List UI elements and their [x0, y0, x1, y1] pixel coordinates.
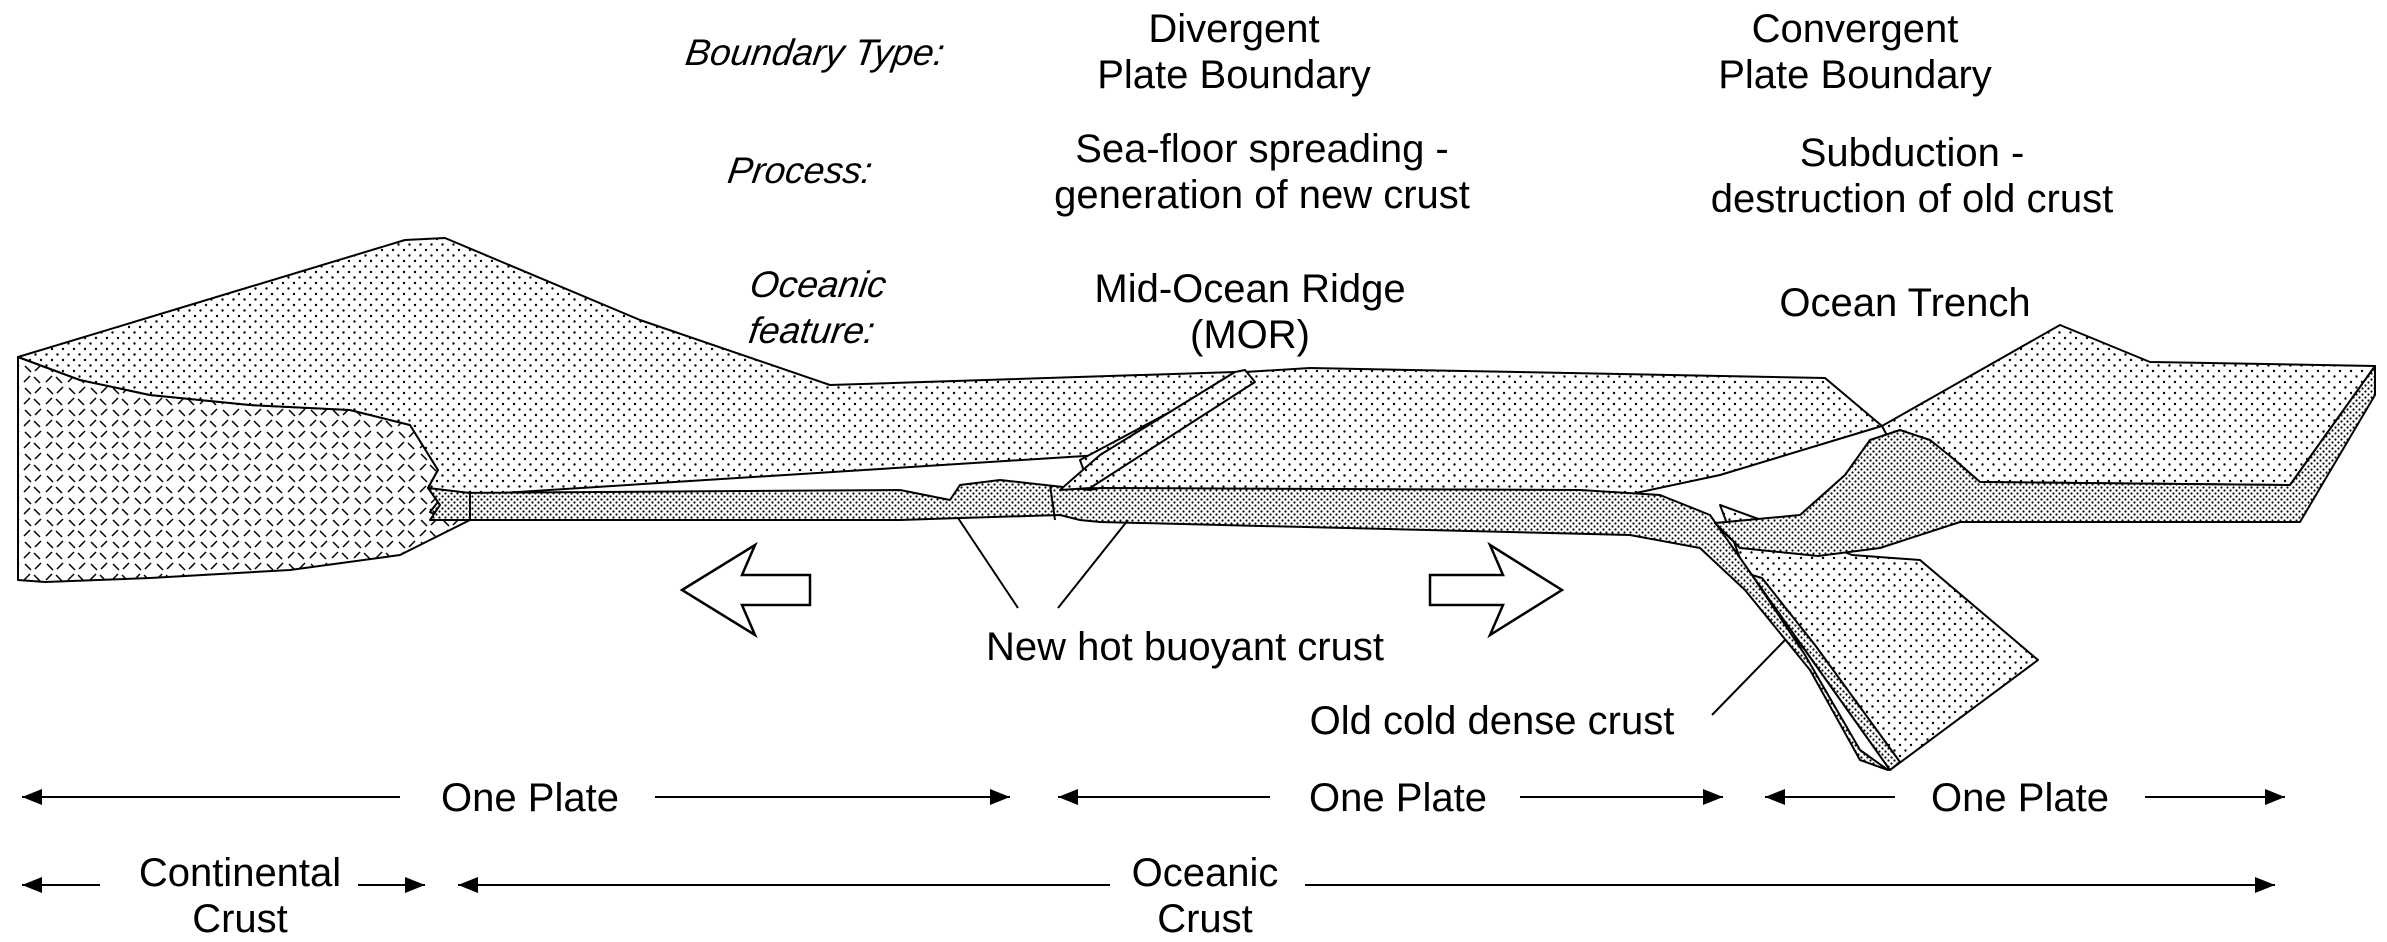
arrowhead: [2255, 877, 2275, 893]
mid-ocean-ridge-label: Mid-Ocean Ridge (MOR): [1094, 266, 1405, 358]
process-label: Process:: [725, 148, 875, 194]
divergent-process: Sea-floor spreading - generation of new …: [1054, 126, 1470, 218]
ocean-trench-label: Ocean Trench: [1779, 280, 2030, 326]
arrowhead: [1058, 789, 1078, 805]
plate-3-label: One Plate: [1931, 775, 2109, 821]
spreading-arrow-left: [682, 545, 810, 635]
leader-new-crust-right: [1058, 520, 1128, 608]
convergent-boundary-type: Convergent Plate Boundary: [1718, 6, 1992, 98]
new-crust-label: New hot buoyant crust: [986, 624, 1384, 670]
oceanic-crust-label: Oceanic Crust: [1132, 850, 1279, 942]
arrowhead: [458, 877, 478, 893]
old-crust-label: Old cold dense crust: [1310, 698, 1675, 744]
leader-old-crust: [1712, 640, 1785, 715]
plate-2-label: One Plate: [1309, 775, 1487, 821]
arrowhead: [405, 877, 425, 893]
boundary-type-label: Boundary Type:: [683, 30, 948, 76]
arrowhead: [22, 789, 42, 805]
spreading-arrow-right: [1430, 545, 1562, 635]
arrowhead: [1765, 789, 1785, 805]
arrowhead: [2265, 789, 2285, 805]
oceanic-feature-label: Oceanic feature:: [741, 262, 890, 354]
arrowhead: [22, 877, 42, 893]
plate-1-label: One Plate: [441, 775, 619, 821]
convergent-process: Subduction - destruction of old crust: [1711, 130, 2113, 222]
arrowhead: [990, 789, 1010, 805]
divergent-boundary-type: Divergent Plate Boundary: [1097, 6, 1371, 98]
arrowhead: [1703, 789, 1723, 805]
continental-crust-label: Continental Crust: [139, 850, 341, 942]
leader-new-crust-left: [958, 518, 1018, 608]
